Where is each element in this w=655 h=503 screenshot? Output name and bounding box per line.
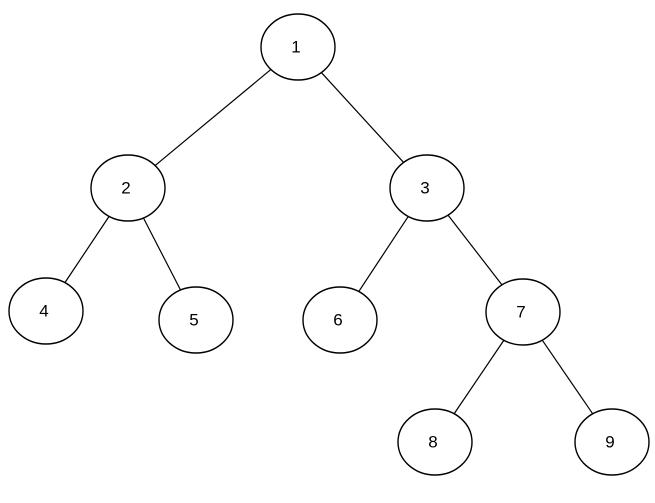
node-circle [389, 154, 465, 222]
node-circle [302, 286, 378, 354]
tree-node-1: 1 [260, 13, 336, 81]
tree-node-8: 8 [397, 408, 473, 476]
edge-3-6 [358, 216, 409, 292]
edge-7-9 [541, 339, 594, 415]
node-circle [485, 278, 561, 346]
edge-3-7 [447, 214, 503, 286]
edge-7-8 [453, 339, 505, 415]
node-circle [158, 286, 234, 354]
node-circle [8, 277, 84, 345]
tree-node-7: 7 [485, 278, 561, 346]
edge-2-4 [64, 216, 110, 283]
tree-node-3: 3 [389, 154, 465, 222]
node-label: 5 [189, 311, 198, 330]
node-label: 9 [605, 433, 614, 452]
node-circle [90, 154, 166, 222]
tree-node-6: 6 [302, 286, 378, 354]
tree-node-5: 5 [158, 286, 234, 354]
tree-node-2: 2 [90, 154, 166, 222]
node-circle [397, 408, 473, 476]
node-label: 2 [121, 179, 130, 198]
node-label: 8 [428, 433, 437, 452]
node-label: 6 [333, 311, 342, 330]
edge-1-3 [320, 72, 405, 163]
tree-node-9: 9 [574, 408, 650, 476]
node-label: 7 [516, 303, 525, 322]
edge-2-5 [142, 217, 182, 291]
node-circle [574, 408, 650, 476]
edge-1-2 [154, 69, 272, 166]
edges-layer [64, 69, 594, 415]
node-circle [260, 13, 336, 81]
node-label: 1 [291, 38, 300, 57]
node-label: 3 [420, 179, 429, 198]
nodes-layer: 1 2 3 4 5 6 7 8 9 [8, 13, 650, 476]
node-label: 4 [39, 302, 48, 321]
tree-node-4: 4 [8, 277, 84, 345]
